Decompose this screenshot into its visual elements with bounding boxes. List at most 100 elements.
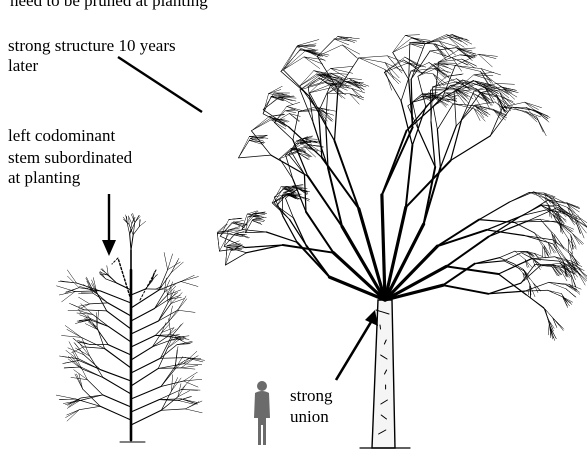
mature-tree-branch: [418, 76, 426, 106]
mature-tree-branch: [297, 242, 329, 277]
mature-tree-branch: [460, 48, 476, 49]
young-tree-branch: [131, 335, 155, 347]
mature-tree-branch: [405, 35, 419, 36]
young-tree-branch: [105, 349, 132, 369]
arrow-structure: [118, 57, 202, 112]
young-tree-branch: [56, 395, 75, 399]
mature-tree-branch: [443, 285, 488, 294]
mature-tree-branch: [317, 56, 338, 89]
mature-tree-branch: [479, 54, 498, 56]
mature-tree-branch: [447, 74, 464, 76]
mature-tree-branch: [289, 155, 305, 175]
young-tree-branch: [96, 313, 97, 327]
mature-tree-branch: [359, 56, 388, 58]
mature-tree-branch: [359, 58, 385, 63]
young-tree-leader: [130, 224, 132, 235]
mature-tree-branch: [306, 50, 328, 56]
mature-tree-branch: [406, 145, 413, 207]
young-tree-branch: [131, 321, 158, 334]
mature-tree-branch: [251, 117, 269, 131]
mature-tree-branch: [430, 76, 446, 90]
mature-tree-branch: [544, 308, 549, 321]
mature-tree-branch: [557, 221, 571, 235]
mature-tree-branch: [504, 89, 517, 97]
young-tree-branch: [84, 355, 101, 370]
label-union-line1: strong: [290, 386, 333, 406]
mature-tree-branch: [413, 102, 419, 130]
mature-tree-branch: [455, 66, 481, 69]
young-tree-branch: [131, 309, 155, 322]
mature-tree-branch: [452, 34, 467, 45]
mature-tree-branch: [285, 111, 296, 113]
mature-tree-branch: [322, 157, 359, 208]
mature-tree-branch: [306, 212, 333, 253]
young-tree-branch: [79, 406, 100, 409]
mature-tree-branch: [251, 118, 271, 131]
young-tree-branch: [131, 290, 159, 308]
mature-tree-branch: [425, 34, 452, 44]
mature-tree-branch: [331, 66, 353, 68]
mature-tree-branch: [510, 192, 534, 202]
mature-tree-branch: [384, 57, 405, 72]
mature-tree-branch: [452, 34, 469, 41]
young-tree-branch: [155, 335, 173, 336]
young-tree-branch: [57, 286, 76, 292]
mature-tree-branch: [437, 220, 479, 247]
label-left-line2: stem subordinated: [8, 148, 132, 168]
mature-tree-branch: [220, 236, 245, 247]
young-tree-subordinated-stem: [112, 258, 118, 264]
mature-tree-branch: [544, 308, 553, 319]
young-tree-branch: [79, 304, 90, 306]
mature-tree-branch: [561, 294, 567, 303]
label-mask-2: [200, 58, 214, 90]
mature-tree-branch: [382, 195, 385, 300]
mature-tree-branch: [481, 69, 500, 75]
mature-tree-branch: [284, 50, 306, 70]
mature-tree-branch: [553, 240, 565, 258]
mature-tree-drawing: [217, 34, 587, 448]
mature-tree-branch: [226, 253, 247, 265]
mature-tree-branch: [284, 46, 298, 71]
mature-tree-branch: [496, 83, 514, 84]
label-top-cut: need to be pruned at planting: [10, 0, 208, 11]
young-tree-leader: [139, 221, 145, 226]
mature-tree-branch: [320, 111, 332, 122]
mature-tree-branch: [382, 131, 407, 195]
bark-mark: [380, 325, 381, 329]
label-left-line1: left codominant: [8, 126, 115, 146]
young-tree-leader: [131, 235, 133, 250]
young-tree-branch: [167, 286, 175, 295]
mature-tree-branch: [393, 38, 412, 52]
mature-tree-branch: [514, 222, 534, 233]
young-tree-branch: [185, 409, 202, 413]
young-tree-branch: [161, 391, 171, 410]
young-tree-branch: [131, 347, 152, 360]
label-structure-line2: later: [8, 56, 38, 76]
mature-tree-branch: [263, 97, 279, 110]
mature-tree-branch: [534, 233, 544, 246]
young-tree-branch: [90, 303, 108, 304]
mature-tree-branch: [393, 35, 406, 52]
mature-tree-branch: [424, 168, 441, 225]
young-tree-subordinated-stem: [118, 258, 131, 300]
mature-tree-branch: [251, 120, 271, 131]
mature-tree-branch: [566, 289, 576, 297]
young-tree-branch: [131, 358, 160, 373]
mature-tree-branch: [284, 70, 310, 97]
young-tree-branch: [155, 292, 165, 308]
mature-tree-branch: [263, 93, 274, 110]
young-tree-branch: [152, 333, 161, 347]
mature-tree-branch: [298, 40, 319, 46]
young-tree-branch: [69, 303, 84, 310]
label-union-line2: union: [290, 407, 329, 427]
young-tree-branch: [131, 289, 146, 295]
young-tree-drawing: [56, 213, 204, 442]
mature-tree-branch: [525, 290, 548, 291]
young-tree-branch: [178, 296, 186, 310]
young-tree-branch: [184, 379, 202, 381]
mature-tree-branch: [526, 111, 539, 120]
young-tree-branch: [87, 380, 102, 395]
arrowhead-left-stem: [102, 240, 116, 256]
young-tree-branch: [160, 345, 176, 359]
